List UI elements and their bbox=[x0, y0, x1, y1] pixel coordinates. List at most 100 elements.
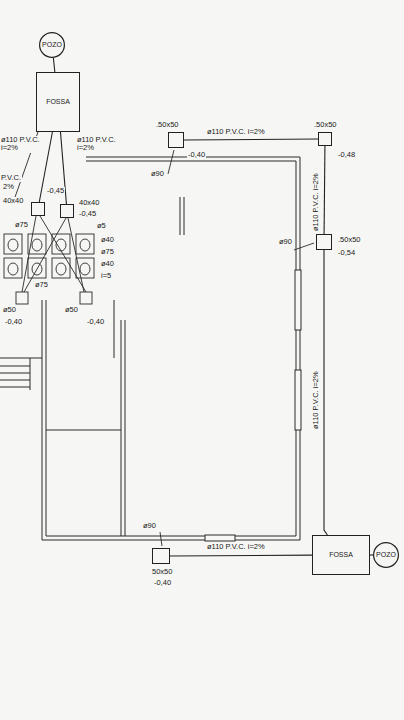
pipe-annotation: ø90 bbox=[150, 170, 165, 178]
pipe-label: ø110 P.V.C. i=2% bbox=[76, 136, 126, 153]
box-label: POZO bbox=[376, 551, 396, 559]
wall bbox=[86, 161, 296, 162]
manhole-box: .50x50-0,48 bbox=[318, 132, 332, 146]
pipe-annotation: ø5 bbox=[96, 222, 107, 230]
pipe-label: ø110 P.V.C. i=2% bbox=[312, 172, 320, 232]
sanitary-fixtures bbox=[4, 234, 94, 278]
fixture-bowl bbox=[56, 263, 66, 275]
drain-pipe bbox=[324, 146, 326, 234]
box-label: 40x40 bbox=[2, 197, 24, 205]
level-mark: -0,45 bbox=[78, 210, 97, 218]
circle-shape bbox=[40, 33, 65, 58]
wall bbox=[0, 358, 42, 359]
wall bbox=[184, 197, 185, 235]
fixture-bowl bbox=[8, 263, 18, 275]
level-mark: -0,54 bbox=[337, 249, 356, 257]
branch-pipes bbox=[14, 132, 314, 546]
inspection-box bbox=[80, 292, 92, 304]
fixture-bowl bbox=[80, 239, 90, 251]
manhole-box: .50x50-0,40 bbox=[168, 132, 184, 148]
wall bbox=[296, 161, 297, 536]
manhole-box: 40x40-0,45 bbox=[31, 202, 45, 216]
leader-line bbox=[294, 243, 314, 250]
leader-line bbox=[168, 150, 174, 174]
pipe-annotation: 2% bbox=[2, 183, 15, 191]
stair bbox=[0, 380, 30, 381]
stair bbox=[30, 358, 31, 390]
stair bbox=[0, 373, 30, 374]
inspection-box bbox=[16, 292, 28, 304]
wall bbox=[42, 540, 300, 541]
fixture-bowl bbox=[32, 239, 42, 251]
level-mark: -0,45 bbox=[46, 187, 65, 195]
wall bbox=[300, 157, 301, 540]
manhole-box: .50x50-0,54 bbox=[316, 234, 332, 250]
box-label: .50x50 bbox=[313, 121, 338, 129]
fixture-bowl bbox=[80, 263, 90, 275]
pipe-annotation: -0,40 bbox=[86, 318, 105, 326]
window bbox=[205, 535, 235, 541]
pipe-annotation: ø40 bbox=[100, 236, 115, 244]
pipe-annotation: ø75 bbox=[14, 221, 29, 229]
pipe-annotation: ø90 bbox=[142, 522, 157, 530]
level-mark: -0,48 bbox=[337, 151, 356, 159]
fixture bbox=[4, 234, 22, 254]
box-label: 40x40 bbox=[78, 199, 100, 207]
pipe-label: ø110 P.V.C. i=2% bbox=[312, 370, 320, 430]
drain-pipe bbox=[370, 554, 373, 555]
box-label: .50x50 bbox=[155, 121, 180, 129]
drain-pipe bbox=[53, 58, 54, 72]
fixture bbox=[28, 258, 46, 278]
pipe-label: ø110 P.V.C. i=2% bbox=[206, 543, 266, 551]
wall bbox=[121, 320, 122, 536]
pipe-annotation: ø75 bbox=[100, 248, 115, 256]
wall bbox=[114, 300, 115, 358]
stair bbox=[0, 366, 30, 367]
pipe-annotation: ø90 bbox=[278, 238, 293, 246]
box-label: POZO bbox=[42, 41, 62, 49]
box-label: 50x50 bbox=[151, 568, 173, 576]
pipe-annotation: P.V.C. bbox=[0, 174, 22, 182]
pipe bbox=[68, 218, 84, 292]
wall bbox=[180, 197, 181, 235]
wall bbox=[46, 300, 47, 536]
leader-line bbox=[160, 532, 162, 546]
wall bbox=[42, 300, 43, 540]
box-label: .50x50 bbox=[337, 236, 362, 244]
pipe-annotation: -0,40 bbox=[4, 318, 23, 326]
circle-shape bbox=[374, 543, 399, 568]
drain-pipe bbox=[324, 250, 327, 535]
pipe-annotation: i=5 bbox=[100, 272, 112, 280]
pipe-annotation: ø50 bbox=[2, 306, 17, 314]
fixture-bowl bbox=[8, 239, 18, 251]
window bbox=[295, 270, 301, 330]
box-label: FOSSA bbox=[46, 98, 70, 106]
wall bbox=[46, 536, 296, 537]
level-mark: -0,40 bbox=[153, 579, 172, 587]
well-circle: POZO bbox=[39, 32, 65, 58]
walls bbox=[0, 157, 301, 541]
septic-tank-box: FOSSA bbox=[36, 72, 80, 132]
level-mark: -0,40 bbox=[187, 151, 206, 159]
pipe bbox=[24, 218, 66, 292]
drain-pipe bbox=[170, 555, 312, 557]
pipe-annotation: ø75 bbox=[34, 281, 49, 289]
fixture bbox=[4, 258, 22, 278]
pipe-annotation: ø50 bbox=[64, 306, 79, 314]
window bbox=[295, 370, 301, 430]
pipe-annotation: ø40 bbox=[100, 260, 115, 268]
stair bbox=[0, 387, 30, 388]
pipe-label: ø110 P.V.C. i=2% bbox=[206, 128, 266, 136]
wall bbox=[125, 320, 126, 536]
drain-pipe bbox=[184, 138, 318, 140]
manhole-box: 40x40-0,45 bbox=[60, 204, 74, 218]
septic-tank-box: FOSSA bbox=[312, 535, 370, 575]
pipe-label: ø110 P.V.C. i=2% bbox=[0, 136, 42, 153]
well-circle: POZO bbox=[373, 542, 399, 568]
wall bbox=[46, 430, 121, 431]
box-label: FOSSA bbox=[329, 551, 353, 559]
manhole-box: 50x50-0,40 bbox=[152, 548, 170, 564]
